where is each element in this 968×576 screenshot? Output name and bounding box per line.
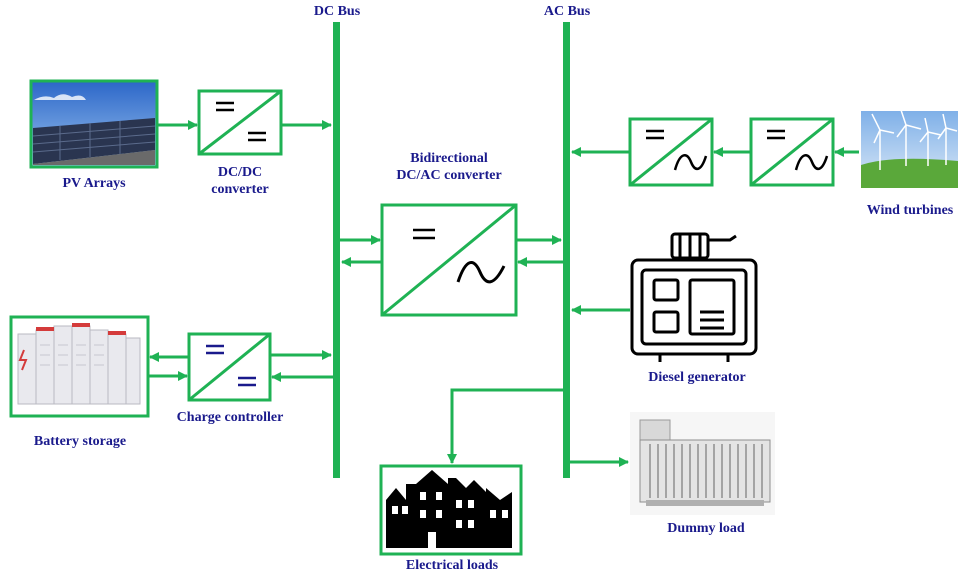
dummy-load-label: Dummy load	[667, 521, 745, 536]
ac-bus-label: AC Bus	[543, 4, 591, 19]
wind-ac-dc-converter-box	[749, 117, 835, 187]
dummy-load-photo	[630, 412, 775, 515]
diesel-generator-icon	[630, 232, 758, 362]
bidirectional-converter-box	[380, 203, 518, 317]
diesel-generator-label: Diesel generator	[648, 370, 746, 385]
charge-controller-box	[187, 332, 272, 402]
pv-arrays-photo	[29, 79, 159, 169]
dcdc-converter-label-line2: converter	[211, 182, 269, 197]
battery-storage-label: Battery storage	[33, 434, 127, 449]
bidirectional-converter-label-line1: Bidirectional	[410, 151, 488, 166]
acbus-to-loads-arrow	[447, 388, 563, 464]
dc-bus-line	[333, 22, 340, 478]
wind-turbines-label: Wind turbines	[866, 203, 954, 218]
bidirectional-converter-label: Bidirectional DC/AC converter	[384, 150, 514, 184]
ac-bus-line	[563, 22, 570, 478]
pv-arrays-label: PV Arrays	[62, 176, 126, 191]
battery-storage-photo	[9, 315, 150, 418]
bidirectional-converter-label-line2: DC/AC converter	[396, 168, 502, 183]
dcdc-converter-label-line1: DC/DC	[217, 165, 263, 180]
electrical-loads-icon	[379, 464, 523, 556]
dcdc-converter-box	[197, 89, 283, 156]
wind-turbines-photo	[861, 109, 958, 188]
dc-bus-label: DC Bus	[313, 4, 361, 19]
dcdc-converter-label: DC/DC converter	[190, 164, 290, 198]
charge-controller-label: Charge controller	[176, 410, 284, 425]
electrical-loads-label: Electrical loads	[405, 558, 499, 573]
wind-dc-ac-converter-box	[628, 117, 714, 187]
